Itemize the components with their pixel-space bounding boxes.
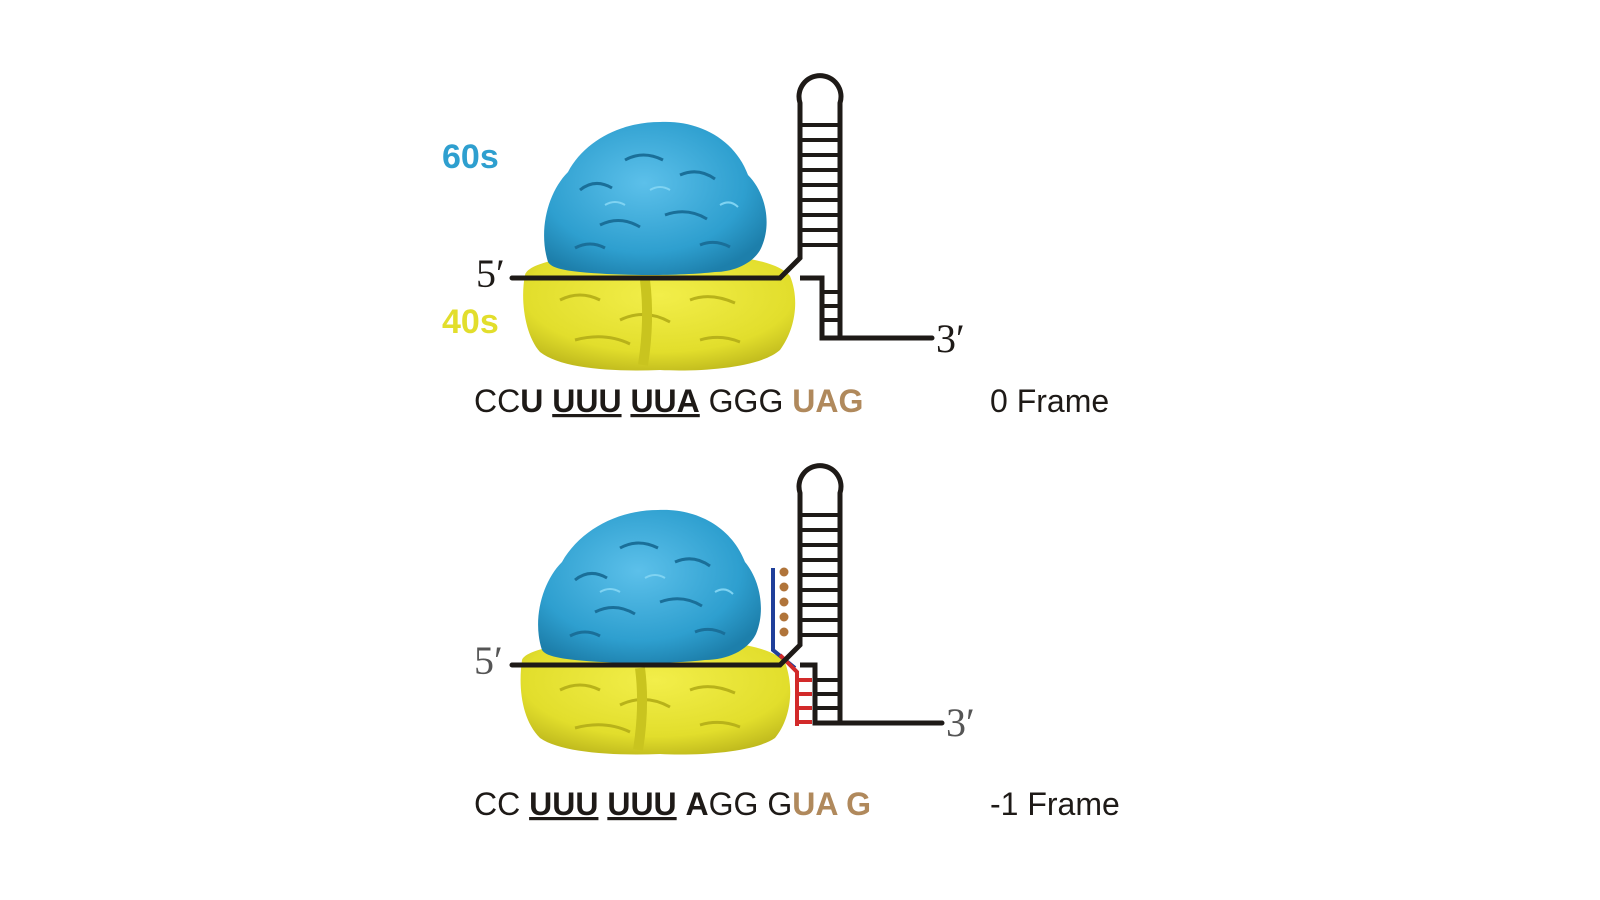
ribosome-40s-subunit — [520, 640, 791, 755]
panel-0-frame: 60s 40s 5′ 3′ CCU UUU UUA GGG UAG 0 Fram… — [442, 73, 1109, 419]
seq-segment: GGG — [700, 383, 792, 419]
seq-segment — [622, 383, 631, 419]
seq-segment: A — [686, 786, 709, 822]
seq-segment: GG G — [709, 786, 793, 822]
ribosome-60s-subunit — [544, 121, 767, 275]
seq-segment — [543, 383, 552, 419]
stop-codon: UAG — [792, 383, 863, 419]
three-prime-label: 3′ — [946, 700, 975, 745]
seq-segment — [598, 786, 607, 822]
slippery-codon: UUU — [607, 786, 676, 822]
stop-codon: UA G — [792, 786, 871, 822]
five-prime-label: 5′ — [476, 251, 505, 296]
panel-minus1-frame: 5′ 3′ CC UUU UUU AGG GUA G -1 Frame — [474, 463, 1120, 822]
mrna-sequence: CC UUU UUU AGG GUA G — [474, 786, 871, 822]
seq-segment: CC — [474, 383, 520, 419]
seq-segment — [677, 786, 686, 822]
mrna-sequence: CCU UUU UUA GGG UAG — [474, 383, 863, 419]
slippery-codon: UUU — [529, 786, 598, 822]
seq-segment: U — [520, 383, 543, 419]
stem-base-pairs — [800, 123, 840, 322]
ribosome-60s-subunit — [538, 509, 761, 663]
slippery-codon: UUU — [552, 383, 621, 419]
slippery-codon: UUA — [630, 383, 699, 419]
seq-segment: CC — [474, 786, 529, 822]
label-60s: 60s — [442, 138, 499, 176]
trna-pairing-dots — [779, 567, 789, 637]
stem-base-pairs — [800, 513, 840, 710]
five-prime-label: 5′ — [474, 638, 503, 683]
label-40s: 40s — [442, 303, 499, 341]
three-prime-label: 3′ — [936, 316, 965, 361]
ribosome-40s-subunit — [523, 254, 796, 371]
frame-label: -1 Frame — [990, 786, 1120, 822]
frame-label: 0 Frame — [990, 383, 1109, 419]
